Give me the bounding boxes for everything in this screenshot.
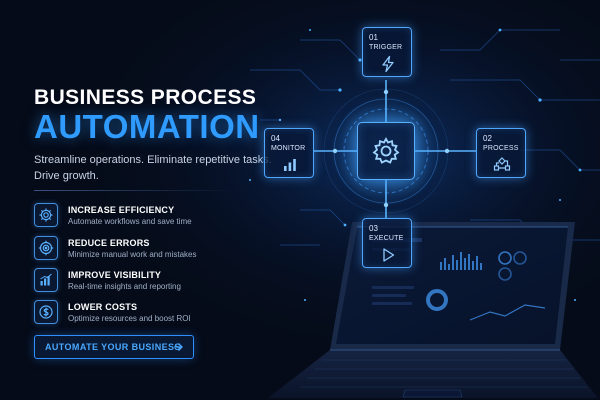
step-number: 03 [369,224,378,233]
feature-lower-costs: LOWER COSTS Optimize resources and boost… [34,300,274,330]
feature-increase-efficiency: INCREASE EFFICIENCY Automate workflows a… [34,203,274,233]
dollar-icon [34,300,58,324]
step-label: EXECUTE [369,235,404,242]
step-number: 02 [483,134,492,143]
step-number: 04 [271,134,280,143]
feature-description: Automate workflows and save time [68,217,192,226]
arrow-right-icon [174,343,183,351]
gear-icon [34,203,58,227]
play-icon [383,248,395,262]
bar-chart-icon [34,268,58,292]
process-step-execute: 03 EXECUTE [362,218,412,268]
feature-description: Real-time insights and reporting [68,282,181,291]
flowchart-icon [493,157,511,171]
target-icon [34,236,58,260]
bar-chart-icon [284,159,296,171]
gear-icon [372,137,400,164]
feature-description: Optimize resources and boost ROI [68,314,191,323]
process-step-process: 02 PROCESS [476,128,526,178]
step-number: 01 [369,33,378,42]
feature-title: INCREASE EFFICIENCY [68,205,175,215]
cta-label: AUTOMATE YOUR BUSINESS [45,342,181,352]
feature-title: IMPROVE VISIBILITY [68,270,162,280]
feature-title: LOWER COSTS [68,302,138,312]
step-label: TRIGGER [369,44,403,51]
feature-description: Minimize manual work and mistakes [68,250,197,259]
process-step-trigger: 01 TRIGGER [362,27,412,77]
process-hub [357,122,415,180]
feature-title: REDUCE ERRORS [68,238,150,248]
feature-improve-visibility: IMPROVE VISIBILITY Real-time insights an… [34,268,274,298]
headline-line-1: BUSINESS PROCESS [34,86,257,109]
process-step-monitor: 04 MONITOR [264,128,314,178]
step-label: MONITOR [271,145,306,152]
left-panel: BUSINESS PROCESS AUTOMATION Streamline o… [34,0,284,400]
automate-your-business-button[interactable]: AUTOMATE YOUR BUSINESS [34,335,194,359]
feature-reduce-errors: REDUCE ERRORS Minimize manual work and m… [34,236,274,266]
headline-line-2: AUTOMATION [34,108,260,145]
step-label: PROCESS [483,145,519,152]
divider [34,190,234,191]
lightning-icon [382,55,394,73]
headline-subtitle: Streamline operations. Eliminate repetit… [34,154,272,182]
